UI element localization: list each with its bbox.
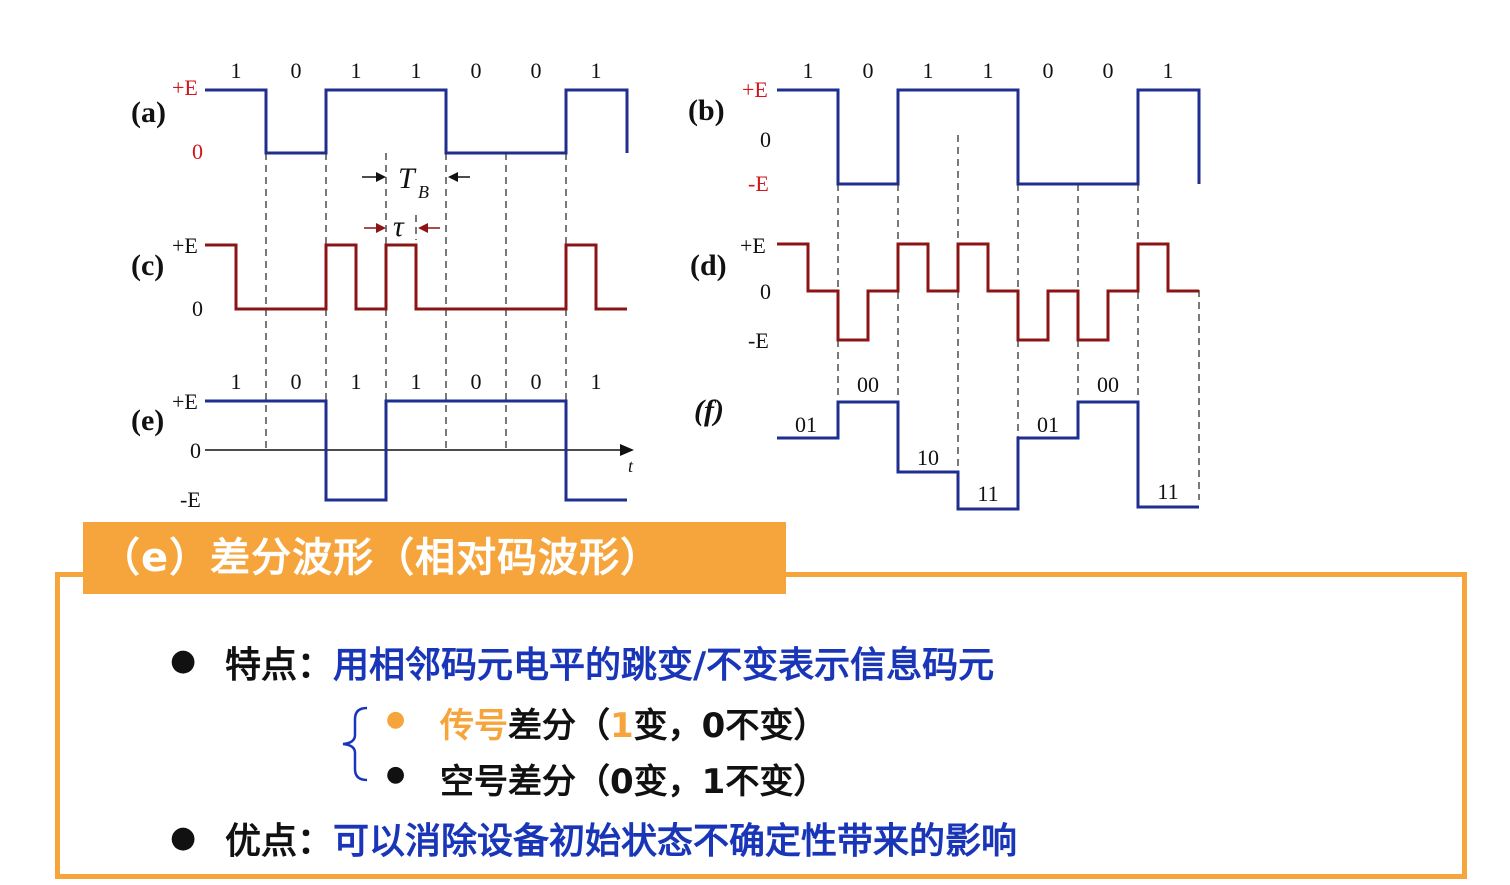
feature-text: 用相邻码元电平的跳变/不变表示信息码元 <box>333 645 995 686</box>
advantage-label: 优点： <box>225 821 334 862</box>
brace-icon <box>342 706 368 782</box>
dibit-label: 01 <box>1037 412 1059 437</box>
waveform-c <box>205 243 627 311</box>
waveform-e <box>205 399 627 502</box>
advantage-text: 可以消除设备初始状态不确定性带来的影响 <box>333 821 1018 862</box>
bit-label: 0 <box>291 369 302 394</box>
diff-word: 差分 <box>508 706 576 746</box>
level-minus-e: -E <box>180 487 201 512</box>
panel-b-label: (b) <box>688 94 725 127</box>
bit-label: 1 <box>231 369 242 394</box>
bit-label: 1 <box>983 58 994 83</box>
dibit-label: 00 <box>857 372 879 397</box>
tb-marker: T B <box>362 162 470 202</box>
sub-bullet-dot: ● <box>386 707 406 732</box>
level-zero: 0 <box>760 279 771 304</box>
level-plus-e: +E <box>740 233 766 258</box>
level-plus-e: +E <box>742 77 768 102</box>
section-title-tab <box>83 522 786 594</box>
sub-bullet-dot: ● <box>386 762 406 787</box>
panel-a-label: (a) <box>131 96 166 129</box>
bits-top-right: 1 0 1 1 0 0 1 <box>803 58 1174 83</box>
tau-label: τ <box>393 210 405 243</box>
nrzs-row: 空号差分（0变，1不变） <box>440 754 827 803</box>
bit-label: 1 <box>231 58 242 83</box>
paren-open: （ <box>576 706 610 746</box>
advantage-row: 优点：可以消除设备初始状态不确定性带来的影响 <box>225 812 1017 864</box>
level-zero: 0 <box>192 139 203 164</box>
bullet-dot: ● <box>170 643 197 678</box>
level-plus-e: +E <box>172 75 198 100</box>
waveform-b <box>777 88 1201 186</box>
level-plus-e: +E <box>172 389 198 414</box>
dibit-label: 11 <box>1157 479 1178 504</box>
tb-subscript: B <box>418 182 429 202</box>
panel-f-label: (f) <box>694 394 724 427</box>
bit-label: 1 <box>411 58 422 83</box>
tb-label: T <box>398 162 417 195</box>
bits-top-left: 1 0 1 1 0 0 1 <box>231 58 602 83</box>
bit-label: 0 <box>471 58 482 83</box>
tau-marker: τ <box>364 210 440 243</box>
level-zero: 0 <box>190 438 201 463</box>
time-axis: t <box>205 444 634 476</box>
bit-label: 0 <box>1103 58 1114 83</box>
panel-e-label: (e) <box>131 404 164 437</box>
feature-label: 特点： <box>225 645 334 686</box>
bit-label: 1 <box>591 58 602 83</box>
space-diff-text: 空号差分（0变，1不变） <box>440 762 828 802</box>
panel-c-label: (c) <box>131 249 164 282</box>
waveform-f <box>777 400 1199 511</box>
waveform-diagram: 1 0 1 1 0 0 1 (a) +E 0 T B τ (c) +E <box>131 58 1201 512</box>
guide-lines-right <box>837 135 1200 500</box>
bit-label: 0 <box>531 58 542 83</box>
level-plus-e: +E <box>172 233 198 258</box>
section-title: （e）差分波形（相对码波形） <box>100 535 662 581</box>
axis-t-label: t <box>628 456 634 476</box>
bit-label: 1 <box>351 58 362 83</box>
nrzm-row: 传号差分（1变，0不变） <box>440 698 827 747</box>
bits-bottom-left: 1 0 1 1 0 0 1 <box>231 369 602 394</box>
dibit-label: 00 <box>1097 372 1119 397</box>
level-zero: 0 <box>760 127 771 152</box>
bit-label: 1 <box>1163 58 1174 83</box>
bit-label: 1 <box>411 369 422 394</box>
bit-label: 0 <box>863 58 874 83</box>
level-zero: 0 <box>192 296 203 321</box>
bit-label: 0 <box>291 58 302 83</box>
bit-label: 0 <box>531 369 542 394</box>
level-minus-e: -E <box>748 171 769 196</box>
waveform-d <box>777 242 1199 342</box>
bullet-dot: ● <box>170 820 197 855</box>
bit-label: 1 <box>803 58 814 83</box>
dibit-labels: 01 00 10 11 01 00 11 <box>795 372 1179 506</box>
mark-word: 传号 <box>440 706 508 746</box>
bit-label: 1 <box>923 58 934 83</box>
feature-row: 特点：用相邻码元电平的跳变/不变表示信息码元 <box>225 636 994 688</box>
rule-text: 变，0不变） <box>633 706 828 746</box>
one-digit: 1 <box>610 706 634 746</box>
bit-label: 0 <box>471 369 482 394</box>
dibit-label: 01 <box>795 412 817 437</box>
level-minus-e: -E <box>748 328 769 353</box>
bit-label: 0 <box>1043 58 1054 83</box>
panel-d-label: (d) <box>690 249 727 282</box>
bit-label: 1 <box>351 369 362 394</box>
dibit-label: 10 <box>917 445 939 470</box>
dibit-label: 11 <box>977 481 998 506</box>
waveform-a <box>205 88 629 155</box>
bit-label: 1 <box>591 369 602 394</box>
